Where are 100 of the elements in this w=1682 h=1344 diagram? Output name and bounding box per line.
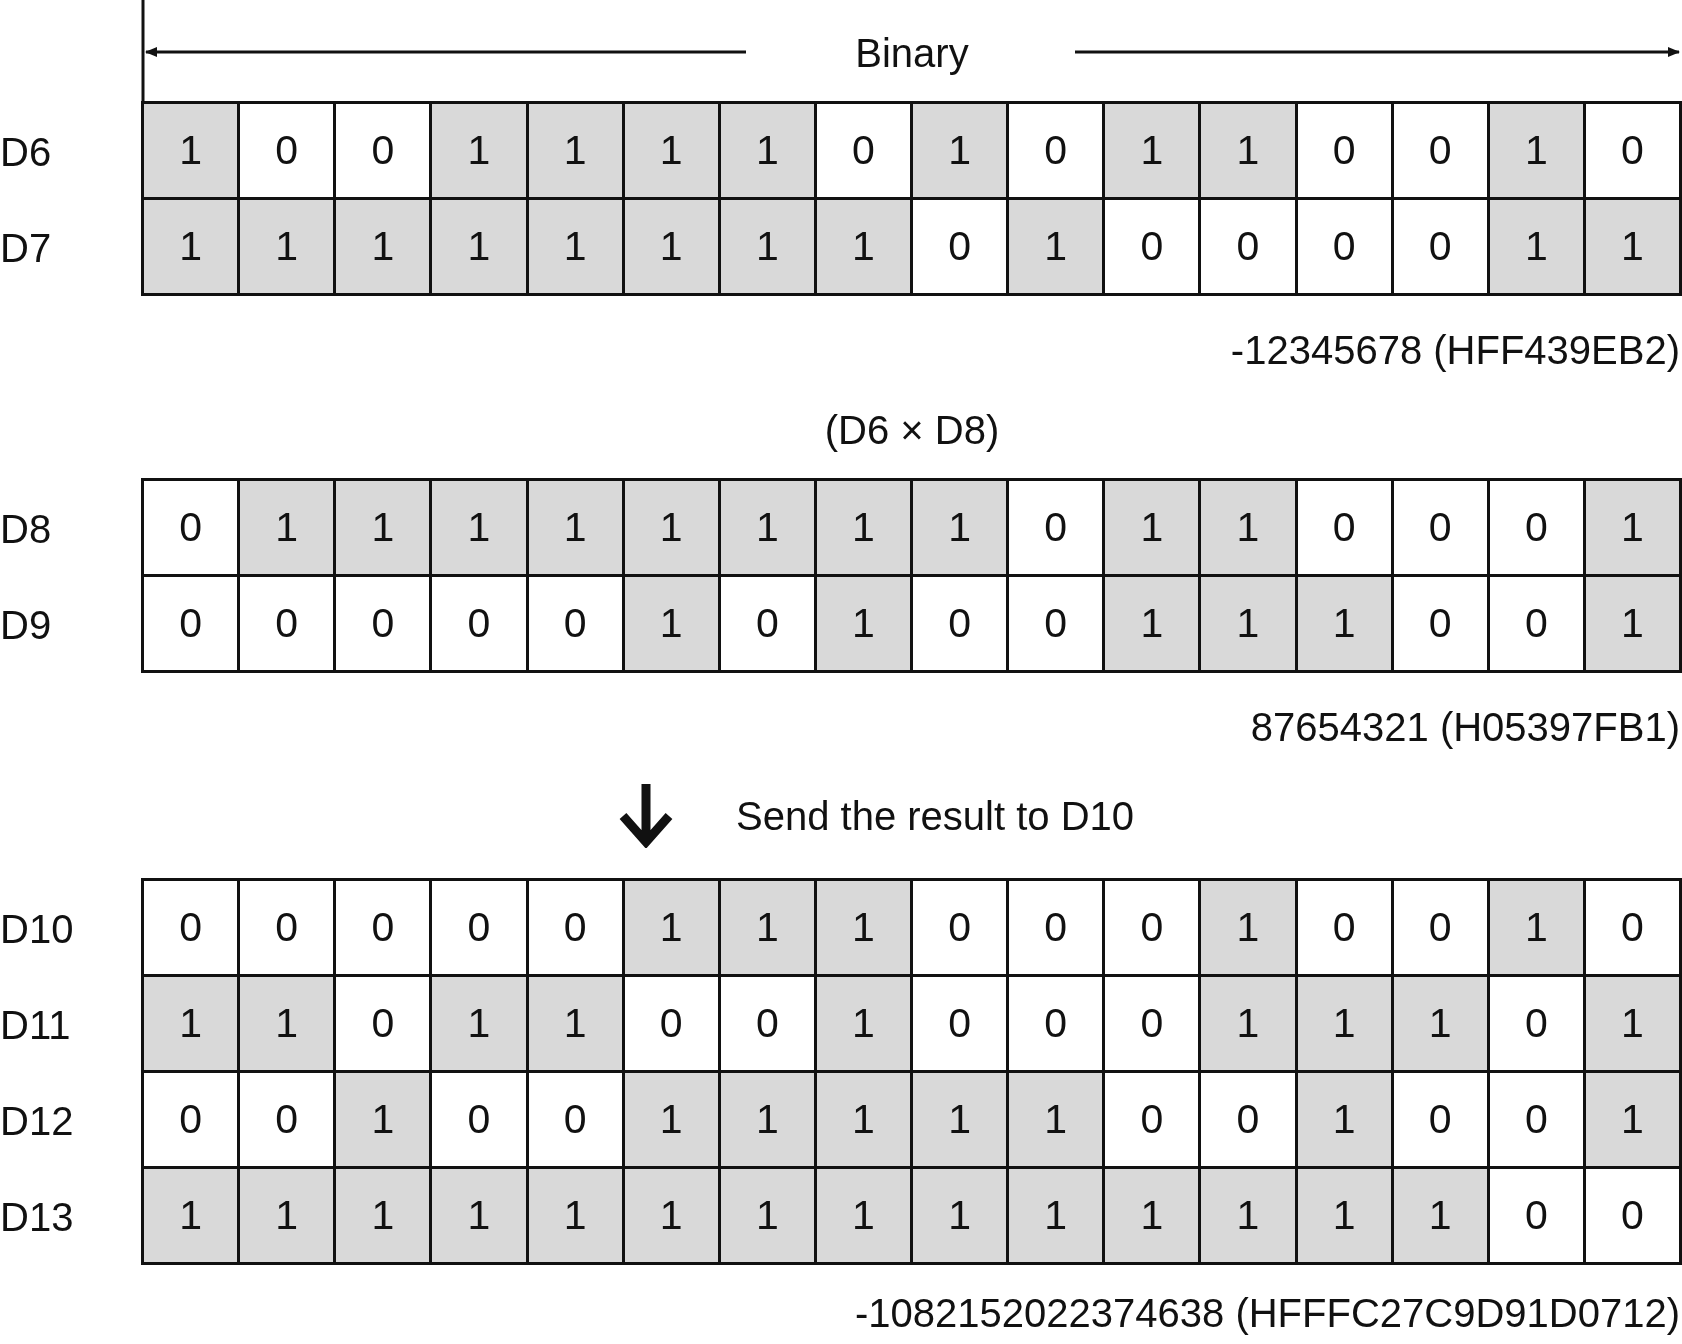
note-text: 87654321 (H05397FB1) bbox=[1250, 707, 1680, 747]
bit-cell: 1 bbox=[624, 881, 718, 974]
bit-cell: 0 bbox=[1585, 1169, 1679, 1262]
bit-cell: 0 bbox=[1201, 200, 1295, 293]
bit-cell: 1 bbox=[1201, 1169, 1295, 1262]
dimension-label: Binary bbox=[855, 33, 969, 73]
bit-cell: 0 bbox=[913, 881, 1007, 974]
bit-cell: 0 bbox=[1489, 1169, 1583, 1262]
bit-cell: 0 bbox=[432, 1073, 526, 1166]
bit-cell: 0 bbox=[432, 577, 526, 670]
bit-cell: 1 bbox=[720, 881, 814, 974]
bit-cell: 1 bbox=[240, 200, 334, 293]
bit-cell: 0 bbox=[528, 577, 622, 670]
bit-cell: 0 bbox=[1393, 881, 1487, 974]
bit-cell: 1 bbox=[336, 200, 430, 293]
bit-cell: 1 bbox=[1105, 577, 1199, 670]
bit-cell: 1 bbox=[1585, 481, 1679, 574]
bit-cell: 0 bbox=[528, 881, 622, 974]
bit-cell: 0 bbox=[144, 881, 238, 974]
bit-cell: 1 bbox=[432, 1169, 526, 1262]
register-label: D13 bbox=[0, 1193, 74, 1241]
bit-cell: 1 bbox=[144, 977, 238, 1070]
bit-cell: 0 bbox=[432, 881, 526, 974]
bit-cell: 1 bbox=[816, 577, 910, 670]
register-label: D6 bbox=[0, 128, 52, 176]
bit-cell: 1 bbox=[1201, 881, 1295, 974]
bit-cell: 1 bbox=[1489, 104, 1583, 197]
bit-cell: 1 bbox=[1201, 104, 1295, 197]
bit-cell: 1 bbox=[624, 200, 718, 293]
bit-cell: 0 bbox=[1393, 481, 1487, 574]
bit-cell: 1 bbox=[1201, 977, 1295, 1070]
bit-cell: 0 bbox=[1009, 577, 1103, 670]
bit-cell: 0 bbox=[528, 1073, 622, 1166]
bit-cell: 0 bbox=[336, 577, 430, 670]
bit-cell: 1 bbox=[432, 200, 526, 293]
bit-cell: 1 bbox=[624, 577, 718, 670]
bit-cell: 0 bbox=[1297, 881, 1391, 974]
register-label: D10 bbox=[0, 905, 74, 953]
bit-cell: 1 bbox=[1585, 200, 1679, 293]
bit-cell: 1 bbox=[913, 104, 1007, 197]
bit-cell: 1 bbox=[1297, 1073, 1391, 1166]
bit-cell: 0 bbox=[336, 881, 430, 974]
bit-cell: 0 bbox=[1393, 104, 1487, 197]
bit-cell: 0 bbox=[1105, 1073, 1199, 1166]
register-label: D7 bbox=[0, 224, 52, 272]
bit-cell: 1 bbox=[528, 200, 622, 293]
bit-cell: 1 bbox=[913, 481, 1007, 574]
bit-cell: 1 bbox=[624, 104, 718, 197]
bit-cell: 1 bbox=[1105, 481, 1199, 574]
note-text: -12345678 (HFF439EB2) bbox=[1230, 330, 1680, 370]
bit-cell: 0 bbox=[240, 104, 334, 197]
bit-cell: 1 bbox=[528, 104, 622, 197]
bit-cell: 1 bbox=[816, 1073, 910, 1166]
bit-cell: 1 bbox=[336, 1169, 430, 1262]
bit-cell: 1 bbox=[1393, 977, 1487, 1070]
bit-cell: 0 bbox=[1489, 1073, 1583, 1166]
bit-cell: 1 bbox=[816, 200, 910, 293]
bit-cell: 1 bbox=[624, 1169, 718, 1262]
bit-cell: 1 bbox=[432, 977, 526, 1070]
bit-cell: 1 bbox=[1201, 481, 1295, 574]
bit-cell: 1 bbox=[816, 977, 910, 1070]
bit-cell: 1 bbox=[816, 1169, 910, 1262]
bit-cell: 1 bbox=[1585, 977, 1679, 1070]
bit-cell: 1 bbox=[1489, 881, 1583, 974]
bit-cell: 1 bbox=[720, 481, 814, 574]
bit-cell: 1 bbox=[720, 1073, 814, 1166]
bit-cell: 0 bbox=[336, 104, 430, 197]
bit-cell: 0 bbox=[1393, 200, 1487, 293]
bit-cell: 1 bbox=[624, 481, 718, 574]
bit-cell: 1 bbox=[144, 200, 238, 293]
bit-cell: 1 bbox=[432, 104, 526, 197]
bit-cell: 1 bbox=[720, 1169, 814, 1262]
bit-cell: 0 bbox=[240, 577, 334, 670]
bit-cell: 0 bbox=[1201, 1073, 1295, 1166]
bit-cell: 0 bbox=[624, 977, 718, 1070]
register-label: D9 bbox=[0, 601, 52, 649]
bit-cell: 0 bbox=[240, 1073, 334, 1166]
bit-cell: 1 bbox=[1201, 577, 1295, 670]
register-label: D11 bbox=[0, 1001, 71, 1049]
bit-cell: 0 bbox=[913, 200, 1007, 293]
bit-cell: 1 bbox=[1105, 1169, 1199, 1262]
bit-cell: 1 bbox=[1009, 200, 1103, 293]
bit-cell: 0 bbox=[816, 104, 910, 197]
bit-cell: 0 bbox=[1009, 977, 1103, 1070]
bit-cell: 1 bbox=[1105, 104, 1199, 197]
bit-cell: 1 bbox=[144, 104, 238, 197]
bit-cell: 1 bbox=[144, 1169, 238, 1262]
bit-cell: 0 bbox=[913, 577, 1007, 670]
bit-cell: 0 bbox=[240, 881, 334, 974]
bit-cell: 1 bbox=[528, 1169, 622, 1262]
bit-cell: 0 bbox=[1297, 104, 1391, 197]
bit-cell: 0 bbox=[720, 577, 814, 670]
note-text: (D6 × D8) bbox=[824, 410, 1000, 450]
register-label: D8 bbox=[0, 505, 52, 553]
bit-cell: 0 bbox=[1009, 481, 1103, 574]
bit-cell: 1 bbox=[528, 977, 622, 1070]
bit-cell: 0 bbox=[1009, 104, 1103, 197]
bit-cell: 0 bbox=[144, 577, 238, 670]
bit-cell: 0 bbox=[1393, 577, 1487, 670]
bit-cell: 0 bbox=[1105, 881, 1199, 974]
